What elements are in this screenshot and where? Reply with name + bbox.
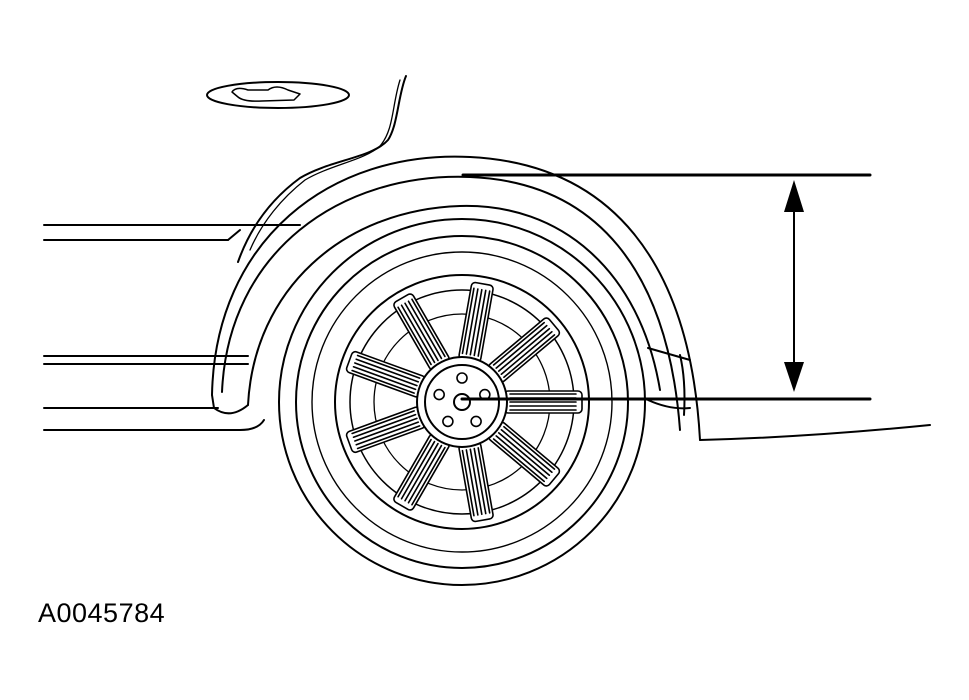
vehicle-body-outline (43, 75, 931, 441)
lug-nut (456, 372, 468, 384)
wheel-spoke (503, 390, 583, 414)
lug-nut (470, 415, 482, 428)
wheel-spoke (345, 406, 426, 454)
wheel-spoke (393, 293, 450, 371)
wheel-spoke (393, 433, 450, 511)
tire (278, 218, 646, 586)
figure-id-label: A0045784 (38, 598, 166, 628)
wheel-rim (334, 274, 590, 530)
wheel-spoke (458, 281, 494, 363)
height-dimension-arrow (784, 180, 804, 392)
wheel-spoke (487, 421, 561, 487)
wheel-spoke (345, 350, 426, 398)
wheel-arch (211, 155, 701, 441)
lug-nut (442, 415, 454, 428)
lug-nut (433, 388, 445, 401)
wheel-spoke (487, 317, 561, 383)
wheel-spokes (345, 281, 583, 523)
lug-nuts (433, 372, 491, 428)
wheel-spoke (458, 441, 494, 523)
side-marker-lamp (206, 81, 350, 109)
measurement-lines (460, 173, 872, 401)
